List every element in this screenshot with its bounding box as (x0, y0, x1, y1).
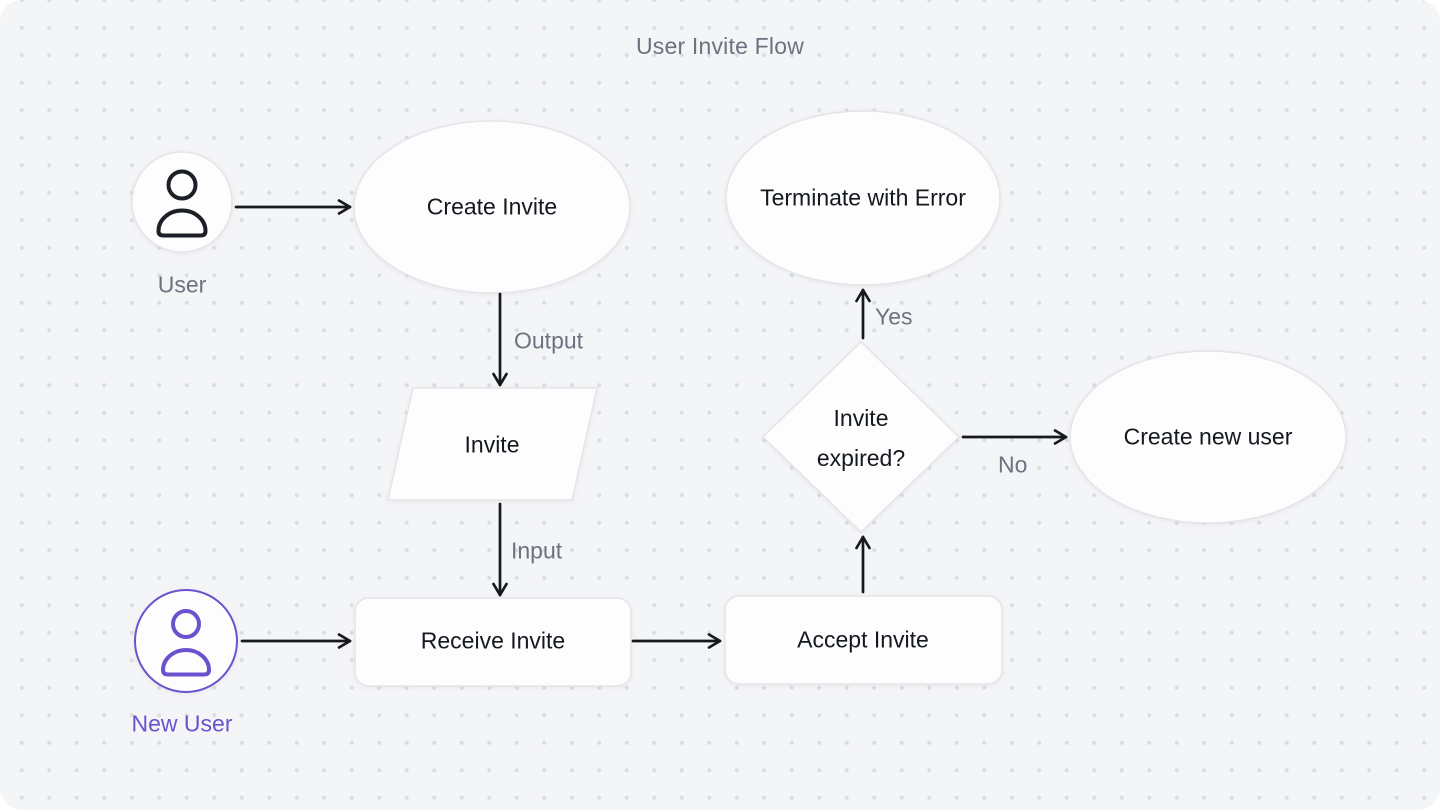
node-invite-shape[interactable] (387, 387, 598, 501)
invite-expired-line2: expired? (816, 445, 906, 471)
diagram-title: User Invite Flow (635, 33, 805, 59)
node-create-invite-label[interactable]: Create Invite (426, 193, 558, 220)
node-invite-label[interactable]: Invite (464, 431, 520, 458)
node-receive-invite-shape[interactable] (354, 597, 632, 687)
node-invite-expired-label[interactable]: Invite expired? (817, 398, 905, 478)
edge-label-input: Input (511, 537, 563, 564)
node-invite-expired-shape[interactable] (761, 340, 961, 534)
node-create-invite-shape[interactable] (353, 120, 631, 294)
person-icon (161, 609, 211, 677)
edge-label-no: No (998, 451, 1028, 478)
node-terminate-with-error-shape[interactable] (725, 110, 1001, 286)
actor-new-user-caption: New User (131, 710, 233, 737)
person-icon (156, 169, 208, 238)
node-create-new-user-label[interactable]: Create new user (1123, 423, 1293, 450)
node-create-new-user-shape[interactable] (1069, 350, 1347, 524)
edge-label-yes: Yes (875, 303, 913, 330)
node-terminate-with-error-label[interactable]: Terminate with Error (760, 184, 966, 211)
node-receive-invite-label[interactable]: Receive Invite (420, 627, 566, 654)
node-new-user-actor[interactable] (134, 589, 238, 693)
node-accept-invite-label[interactable]: Accept Invite (797, 626, 929, 653)
node-accept-invite-shape[interactable] (724, 595, 1003, 685)
actor-user-caption: User (157, 271, 207, 298)
invite-expired-line1: Invite (833, 405, 889, 431)
edge-label-output: Output (514, 327, 584, 354)
